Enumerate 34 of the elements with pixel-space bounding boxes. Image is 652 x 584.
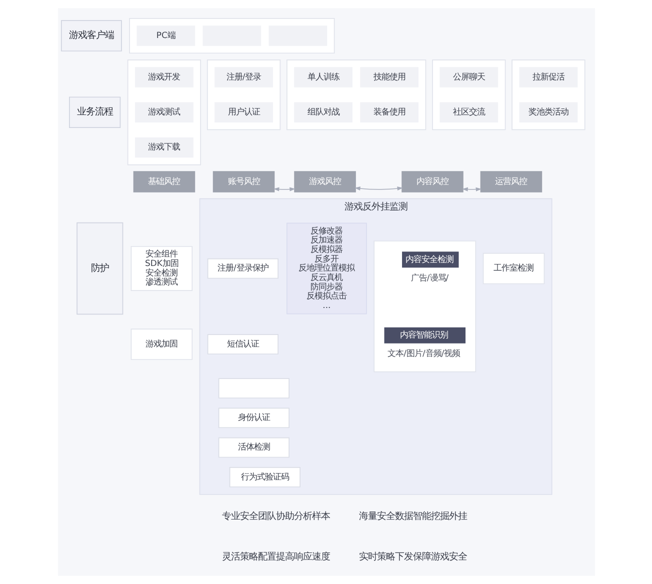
label: 实时策略下发保障游戏安全 xyxy=(358,551,467,562)
node-box xyxy=(218,378,289,398)
cluster xyxy=(206,59,280,130)
label: 灵活策略配置提高响应速度 xyxy=(221,551,330,562)
node-box: 游戏加固 xyxy=(130,328,192,360)
node-box: 游戏客户端 xyxy=(60,20,122,52)
node-label: 广告/谩骂/ xyxy=(410,272,448,282)
node-box: 注册/登录保护 xyxy=(206,258,278,279)
node-box: 身份认证 xyxy=(218,408,289,428)
cluster xyxy=(373,240,476,372)
cluster xyxy=(432,59,506,130)
arrow xyxy=(272,187,295,192)
node-box: 活体检测 xyxy=(218,437,289,458)
node-box: 短信认证 xyxy=(206,334,278,354)
node-box: 游戏风控 xyxy=(294,171,356,192)
node-box: 账号风控 xyxy=(212,171,274,192)
node-box: 内容智能识别 xyxy=(384,327,465,344)
node-box: 安全组件 SDK加固 安全检测 渗透测试 xyxy=(130,246,192,291)
arrow xyxy=(354,186,403,190)
node-box: 防护 xyxy=(76,222,123,315)
node-box: 运营风控 xyxy=(480,171,542,192)
node-box: 工作室检测 xyxy=(482,252,544,284)
cluster xyxy=(126,59,201,166)
cluster xyxy=(511,59,585,130)
label: 专业安全团队协助分析样本 xyxy=(221,510,330,522)
node-box: 业务流程 xyxy=(68,96,120,128)
cluster xyxy=(286,59,426,130)
node-label: 文本/图片/音频/视频 xyxy=(387,348,460,358)
node-box: 行为式验证码 xyxy=(228,466,300,488)
label: 海量安全数据智能挖掘外挂 xyxy=(358,510,467,522)
node-box: 基础风控 xyxy=(132,171,195,192)
node-box: 内容风控 xyxy=(401,171,463,192)
cluster xyxy=(128,18,334,54)
node-box: 内容安全检测 xyxy=(402,252,458,268)
